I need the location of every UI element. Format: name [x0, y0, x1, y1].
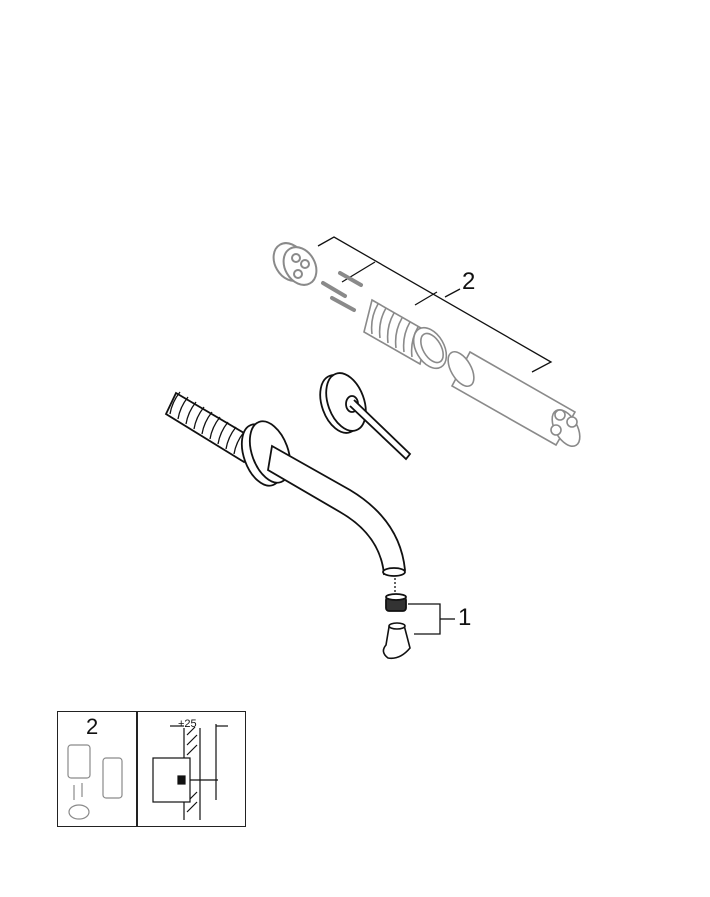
callout-label-1: 1: [458, 604, 472, 631]
concealed-body-part: [447, 350, 581, 447]
escutcheon-rod-part: [319, 372, 412, 461]
threaded-sleeve-part: [363, 298, 448, 370]
spout-part: [164, 391, 406, 577]
legend-kit-number: 2: [86, 714, 99, 739]
legend-dimension-label: +25: [178, 718, 197, 730]
legend-divider: [136, 712, 138, 826]
screws-part: [321, 271, 363, 312]
callout-1-leader: [394, 578, 455, 635]
cartridge-cap-part: [272, 242, 318, 286]
legend-box: 2 +25: [57, 711, 246, 827]
legend-install-section: [152, 724, 228, 820]
aerator-part: [385, 593, 407, 612]
legend-kit-icons: [67, 744, 123, 820]
callout-label-2: 2: [462, 268, 476, 295]
aerator-key-part: [382, 622, 411, 660]
